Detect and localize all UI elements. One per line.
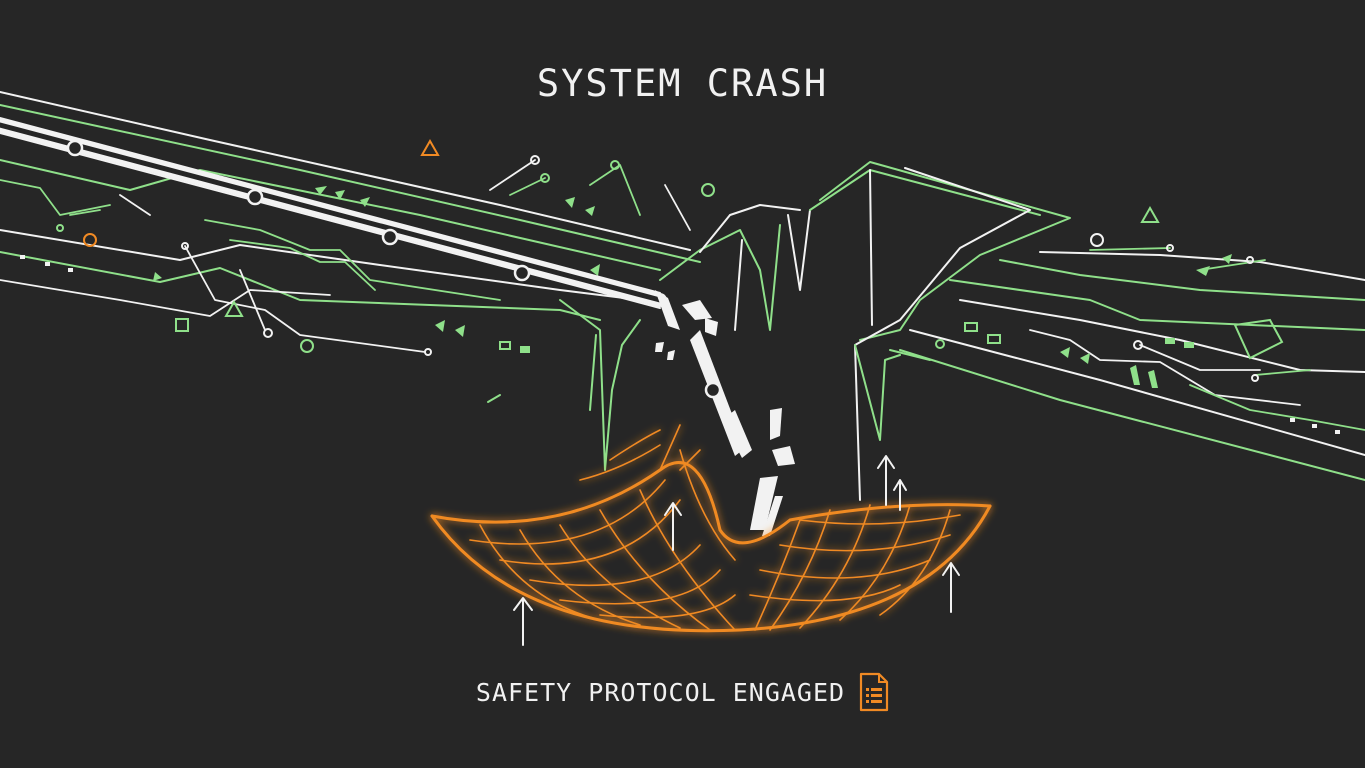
- left-circuit-nodes: [20, 138, 715, 356]
- falling-bus-node: [704, 381, 722, 399]
- fracture-left-edge: [559, 204, 811, 471]
- falling-bus-fragments: [655, 290, 795, 536]
- up-arrow-icon: [877, 455, 895, 506]
- right-circuit-nodes: [935, 205, 1340, 434]
- data-bus-nodes: [66, 139, 531, 282]
- up-arrow-icon: [513, 597, 533, 646]
- up-arrow-icon: [893, 479, 907, 511]
- status-caption-row: SAFETY PROTOCOL ENGAGED: [0, 672, 1365, 712]
- main-data-bus: [0, 117, 667, 309]
- right-circuit-traces: [899, 247, 1365, 481]
- page-title: SYSTEM CRASH: [536, 62, 829, 105]
- document-icon: [859, 672, 889, 712]
- support-arrows: [513, 455, 960, 646]
- status-caption: SAFETY PROTOCOL ENGAGED: [475, 677, 846, 707]
- safety-net: [430, 424, 992, 633]
- up-arrow-icon: [942, 562, 960, 613]
- fracture-right-block: [809, 161, 1071, 501]
- up-arrow-icon: [664, 502, 682, 551]
